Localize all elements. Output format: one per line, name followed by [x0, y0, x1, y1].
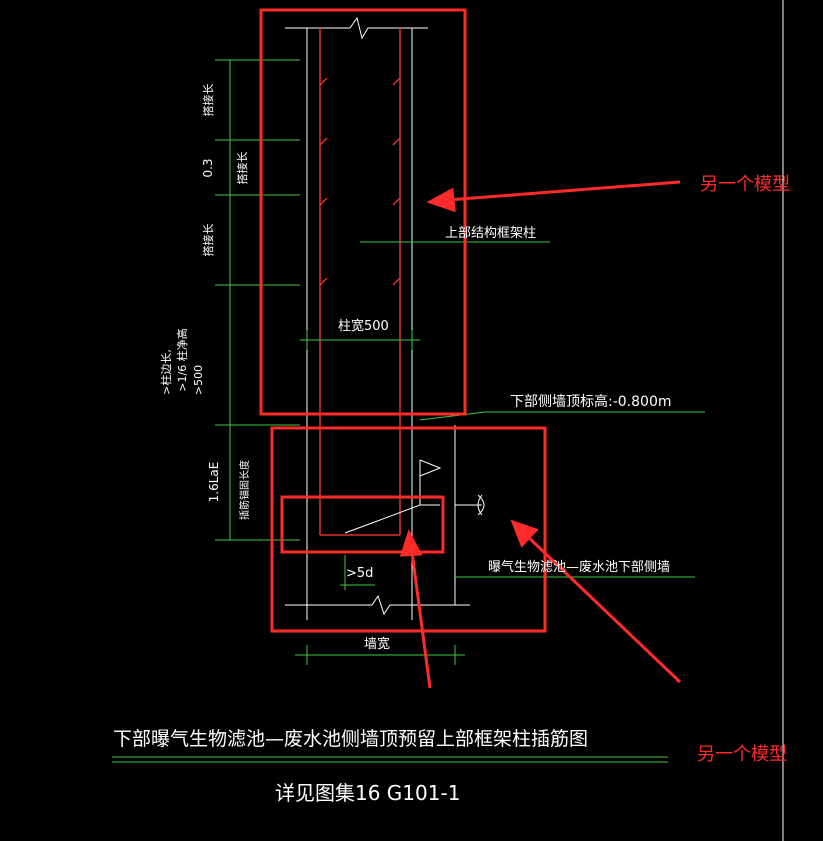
lower-wall-box — [270, 426, 547, 633]
label-lower-wall: 曝气生物滤池—废水池下部侧墙 — [488, 559, 670, 575]
dim-lower-3: >500 — [192, 365, 205, 395]
annotation-arrows — [399, 180, 682, 689]
drawing-subtitle: 详见图集16 G101-1 — [275, 781, 460, 805]
rebar — [319, 28, 401, 536]
label-upper-column: 上部结构框架柱 — [445, 226, 536, 241]
upper-annotation-note: 另一个模型 — [700, 174, 790, 195]
dimension-lines — [112, 59, 705, 763]
dim-anchor: 1.6LaE — [207, 462, 221, 503]
dim-lower-1: >柱边长, — [159, 349, 173, 395]
dim-anchor-sub: 插筋锚固长度 — [238, 460, 251, 520]
label-wall-width: 墙宽 — [364, 636, 390, 652]
lower-annotation-note: 另一个模型 — [697, 744, 787, 765]
dim-lower-2: >1/6 柱净高 — [175, 328, 189, 391]
upper-column — [285, 16, 470, 620]
dim-lap-1: 搭接长 — [202, 84, 215, 117]
annotation-overlays — [259, 8, 547, 633]
label-column-width: 柱宽500 — [338, 318, 389, 334]
label-5d: >5d — [346, 566, 373, 581]
dim-lap-2: 搭接长 — [236, 152, 249, 185]
dim-lap-3: 搭接长 — [202, 224, 215, 257]
upper-model-box — [259, 8, 467, 416]
anchor-box — [280, 495, 445, 554]
label-wall-top: 下部侧墙顶标高:-0.800m — [510, 393, 672, 410]
drawing-labels: 搭接长 0.3 搭接长 搭接长 >柱边长, >1/6 柱净高 >500 1.6L… — [113, 84, 672, 806]
dim-gap: 0.3 — [201, 158, 215, 177]
drawing-title: 下部曝气生物滤池—废水池侧墙顶预留上部框架柱插筋图 — [113, 728, 588, 750]
